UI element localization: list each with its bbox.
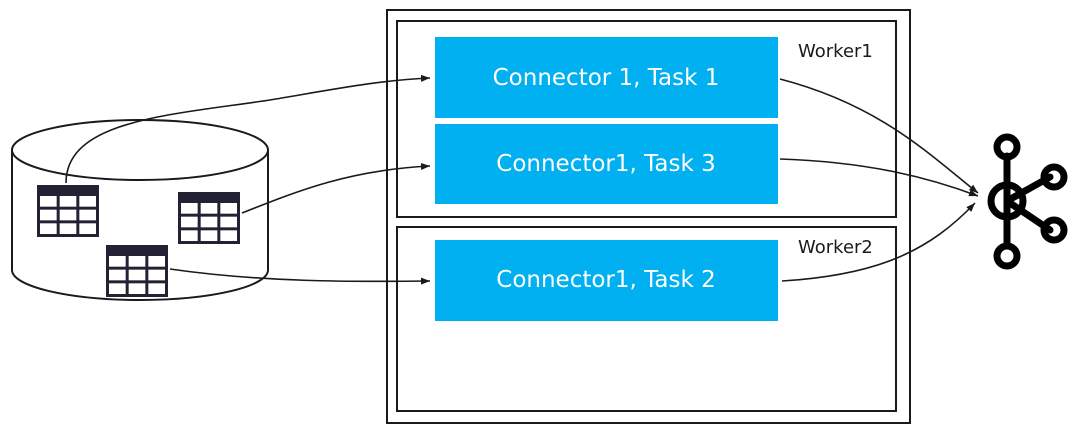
- cluster-frame: [386, 9, 911, 424]
- worker-2-label: Worker2: [798, 237, 873, 258]
- worker-1-frame: [396, 20, 897, 218]
- task-label-connector1-task1: Connector 1, Task 1: [493, 65, 720, 91]
- task-label-connector1-task3: Connector1, Task 3: [496, 151, 715, 177]
- task-box-connector1-task3: [435, 124, 778, 204]
- arrow-table2-to-task3: [241, 162, 431, 214]
- task-label-connector1-task2: Connector1, Task 2: [496, 267, 715, 293]
- arrow-task2-to-kafka: [781, 202, 976, 282]
- worker-2: Worker2 Connector1, Task 2: [396, 226, 897, 412]
- arrow-table3-to-task2: [169, 268, 431, 285]
- arrow-task3-to-kafka: [779, 158, 979, 197]
- task-box-connector1-task2: [435, 240, 778, 321]
- worker-1-label: Worker1: [798, 41, 873, 62]
- table-icon: [106, 245, 168, 297]
- table-icon: [37, 185, 99, 237]
- worker-1: Worker1 Connector 1, Task 1 Connector1, …: [396, 20, 897, 218]
- table-icon: [178, 192, 240, 244]
- arrow-task1-to-kafka: [779, 78, 979, 194]
- arrow-table1-to-task1: [65, 74, 431, 184]
- task-box-connector1-task1: [435, 37, 778, 118]
- kafka-icon: [987, 133, 1068, 270]
- worker-2-frame: [396, 226, 897, 412]
